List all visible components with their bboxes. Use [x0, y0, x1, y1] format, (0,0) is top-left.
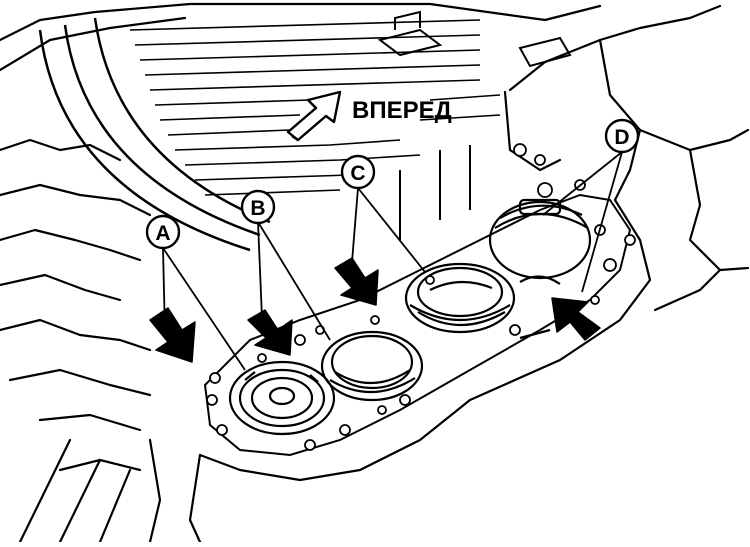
leader-c-2 — [357, 187, 426, 273]
bracket-block — [377, 10, 572, 68]
arrow-b — [247, 309, 293, 356]
callout-c-label: C — [350, 162, 365, 185]
callout-d: D — [604, 118, 640, 154]
leader-d-1 — [542, 151, 623, 216]
leader-a-2 — [162, 247, 246, 371]
forward-arrow — [286, 90, 342, 142]
arrow-d — [551, 297, 601, 341]
leader-b-1 — [257, 221, 263, 319]
leader-c-1 — [351, 187, 359, 263]
callout-b: B — [240, 189, 276, 225]
accumulator-bore-a — [228, 360, 336, 436]
callout-b-label: B — [250, 197, 265, 220]
callout-a: A — [145, 214, 181, 250]
bolt-holes — [206, 143, 636, 451]
leader-b-2 — [257, 221, 331, 341]
callout-c: C — [340, 154, 376, 190]
leader-d-2 — [581, 151, 623, 293]
callout-d-label: D — [614, 126, 629, 149]
pointer-arrows — [149, 257, 601, 363]
accumulator-bore-c — [404, 262, 516, 334]
bell-housing-ring — [38, 17, 271, 252]
arrow-c — [334, 257, 379, 306]
accumulator-bore-d — [488, 198, 592, 340]
leader-lines — [162, 151, 623, 371]
cavity-hatching — [129, 19, 501, 196]
callout-a-label: A — [155, 222, 170, 245]
forward-label: ВПЕРЕД — [352, 97, 452, 124]
arrow-a — [149, 307, 196, 363]
accumulator-bore-b — [320, 330, 424, 402]
